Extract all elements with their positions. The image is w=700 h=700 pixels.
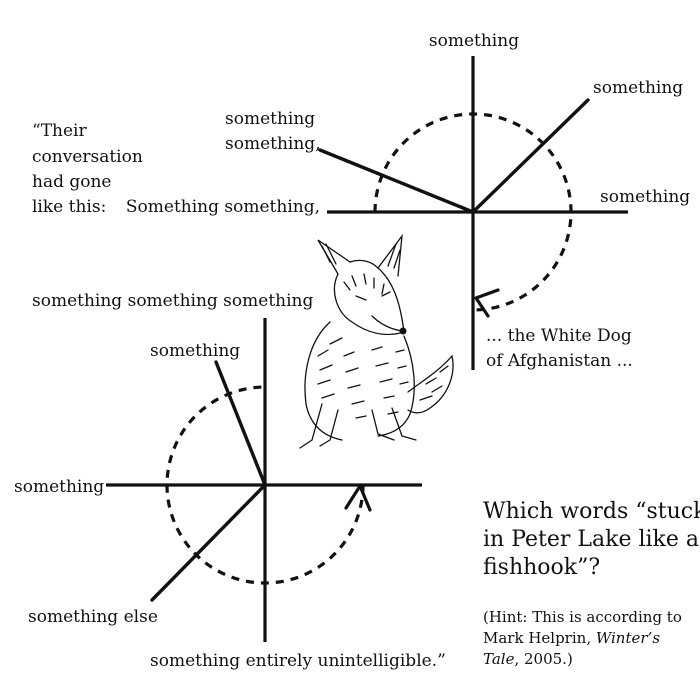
bottom-dashed-circle (165, 385, 365, 585)
bottom-label-upper-left: something (150, 341, 240, 361)
intro-quote: “Their conversation had gone like this: (32, 121, 143, 217)
top-label-upper-left-1: something (225, 109, 315, 129)
bottom-label-lower-left: something else (28, 607, 158, 627)
bottom-label-left: something (14, 477, 104, 497)
top-arrowhead (474, 288, 500, 318)
bottom-label-bottom: something entirely unintelligible.” (150, 651, 446, 671)
question-block: Which words “stuck in Peter Lake like a … (483, 499, 700, 580)
top-label-upper-right: something (593, 78, 683, 98)
hint-year: , 2005.) (514, 650, 572, 668)
hint-line-3: Tale, 2005.) (483, 650, 573, 668)
top-label-bottom-2: of Afghanistan ... (486, 351, 633, 371)
top-label-bottom-1: ... the White Dog (486, 326, 632, 346)
top-label-upper-left-2: something, (225, 134, 321, 154)
diagram-bottom: something something something something … (14, 291, 446, 671)
white-dog-illustration (299, 233, 454, 449)
intro-quote-line-3: had gone (32, 172, 112, 192)
question-line-1: Which words “stuck (483, 499, 700, 524)
hint-line-2: Mark Helprin, Winter’s (483, 629, 660, 647)
question-line-3: fishhook”? (483, 555, 600, 580)
top-label-right: something (600, 187, 690, 207)
hint-block: (Hint: This is according to Mark Helprin… (483, 608, 682, 668)
intro-quote-line-2: conversation (32, 147, 143, 167)
hint-title-part-2: Tale (483, 650, 515, 668)
question-line-2: in Peter Lake like a (483, 527, 699, 552)
diagram-top: something something something something … (126, 31, 690, 371)
hint-author: Mark Helprin, (483, 629, 596, 647)
intro-quote-line-1: “Their (32, 121, 87, 141)
hint-line-1: (Hint: This is according to (483, 608, 682, 626)
bottom-ray-upper-left (214, 360, 267, 487)
top-dashed-circle (373, 112, 573, 312)
bottom-label-top: something something something (32, 291, 313, 311)
top-ray-upper-right (471, 98, 590, 214)
hint-title-part-1: Winter’s (596, 629, 660, 647)
bottom-arrowhead (344, 484, 372, 512)
intro-quote-line-4: like this: (32, 197, 106, 217)
top-label-top: something (429, 31, 519, 51)
top-label-left: Something something, (126, 197, 320, 217)
bottom-ray-lower-left (150, 483, 267, 602)
top-ray-upper-left (318, 148, 475, 214)
